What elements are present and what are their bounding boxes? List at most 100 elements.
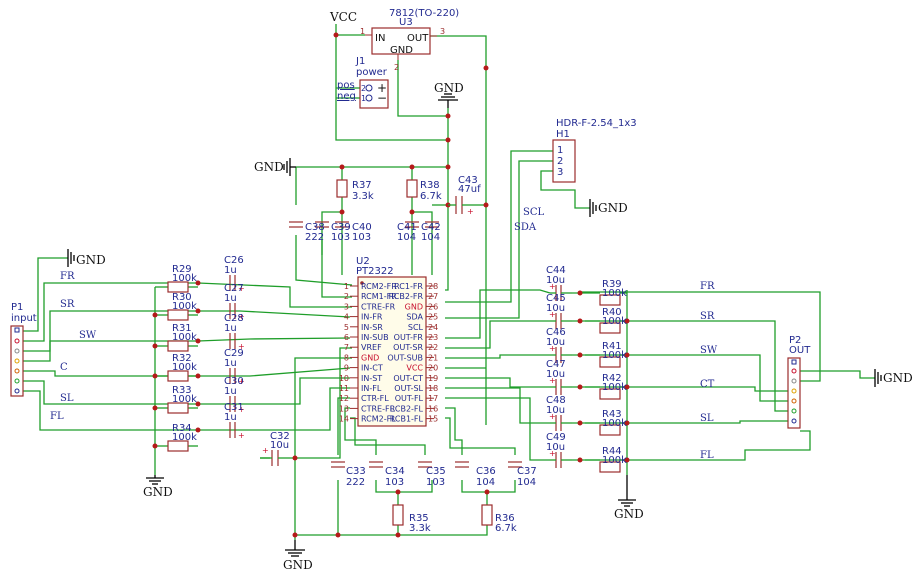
c42-ref: C42 — [421, 222, 441, 233]
input-capacitor-value: 1u — [224, 412, 237, 423]
h1-part: HDR-F-2.54_1x3 — [556, 118, 637, 129]
r35-resistor: R35 3.3k — [392, 504, 431, 534]
output-resistor-value: 100k — [602, 350, 627, 361]
u2-pin-name: SDA — [406, 313, 423, 322]
output-resistor — [599, 388, 621, 400]
u3-pin3: 3 — [440, 27, 445, 36]
svg-text:+: + — [238, 405, 245, 414]
output-resistor-value: 100k — [602, 316, 627, 327]
u2-pin-num: 1 — [344, 282, 349, 291]
input-resistor — [167, 440, 189, 452]
c33-value: 222 — [346, 477, 365, 488]
j1-pos: pos — [337, 80, 355, 91]
gnd-symbol-outputs: GND — [614, 475, 644, 521]
r37-value: 3.3k — [352, 191, 374, 202]
svg-text:+: + — [549, 376, 556, 385]
input-resistor-value: 100k — [172, 273, 197, 284]
j1-minus: − — [377, 91, 387, 105]
input-capacitor-value: 1u — [224, 386, 237, 397]
output-resistor — [599, 461, 621, 473]
u3-gnd-label: GND — [390, 45, 413, 56]
gnd-label-h1: GND — [598, 201, 628, 215]
u2-pin-num: 21 — [428, 353, 438, 362]
c40-value: 103 — [352, 232, 371, 243]
u2-pin-name: OUT-SUB — [387, 353, 423, 362]
u2-pin-name: IN-FR — [361, 313, 383, 322]
input-capacitor-ref: C28 — [224, 313, 244, 324]
gnd-label-top: GND — [434, 81, 464, 95]
u3-ref: U3 — [399, 17, 413, 28]
svg-text:+: + — [549, 449, 556, 458]
vcc-label-top: VCC — [329, 10, 357, 24]
u2-pin-name: OUT-SR — [393, 343, 423, 352]
u2-pin-num: 3 — [344, 302, 349, 311]
u2-pin-num: 14 — [339, 415, 349, 424]
h1-ref: H1 — [556, 129, 570, 140]
c33-ref: C33 — [346, 466, 366, 477]
input-capacitor-value: 1u — [224, 323, 237, 334]
output-resistor — [599, 424, 621, 436]
u2-pin-name: IN-ST — [361, 374, 382, 383]
u2-pin-num: 12 — [339, 394, 349, 403]
u2-pin-name: VREF — [361, 343, 382, 352]
input-capacitor-ref: C29 — [224, 348, 244, 359]
output-capacitor-value: 10u — [546, 369, 565, 380]
output-resistor-ref: R44 — [602, 446, 622, 457]
output-resistor — [599, 322, 621, 334]
input-resistor-ref: R30 — [172, 292, 192, 303]
u2-pin-name: OUT-CT — [393, 374, 423, 383]
gnd-symbol-bottom: GND — [283, 540, 313, 572]
c34-ref: C34 — [385, 466, 405, 477]
u2-pin-num: 20 — [428, 364, 438, 373]
svg-text:+: + — [549, 310, 556, 319]
output-resistor — [599, 356, 621, 368]
r36-value: 6.7k — [495, 523, 517, 534]
c39-ref: C39 — [331, 222, 351, 233]
input-capacitor-value: 1u — [224, 293, 237, 304]
u2-pin-name: SCL — [408, 323, 424, 332]
u2-pin-name: CTRE-FR — [361, 302, 396, 311]
p1-value: input — [11, 313, 37, 324]
c35-ref: C35 — [426, 466, 446, 477]
u2-pin-name: IN-CT — [361, 364, 383, 373]
u2-pin-num: 6 — [344, 333, 349, 342]
j1-plus: + — [377, 81, 387, 95]
u3-in-label: IN — [375, 33, 385, 44]
input-resistor — [167, 402, 189, 414]
p1-ref: P1 — [11, 302, 23, 313]
input-resistor-ref: R34 — [172, 423, 192, 434]
j1-power-connector: J1 power pos neg 2 1 + − — [337, 56, 389, 109]
u2-pin-name: IN-FL — [361, 384, 382, 393]
u2-pin-num: 18 — [428, 384, 438, 393]
output-capacitor-ref: C45 — [546, 293, 566, 304]
u2-pin-num: 19 — [428, 374, 438, 383]
svg-text:+: + — [262, 446, 269, 455]
u2-pin-name: RCM2-FR — [361, 282, 397, 291]
u2-pin-num: 4 — [344, 313, 349, 322]
gnd-symbol-inputs: GND — [143, 475, 173, 499]
out-net-sw: SW — [700, 345, 718, 356]
u2-pin-num: 17 — [428, 394, 438, 403]
input-resistor-ref: R33 — [172, 385, 192, 396]
r36-ref: R36 — [495, 513, 515, 524]
c41-ref: C41 — [397, 222, 417, 233]
u2-pin-name: GND — [405, 302, 423, 311]
gnd-symbol-top: GND — [434, 81, 464, 108]
c36-value: 104 — [476, 477, 495, 488]
scl-net-label: SCL — [523, 207, 545, 218]
u2-pin-name: VCC — [406, 364, 423, 373]
u2-pin-num: 5 — [344, 323, 349, 332]
c39-value: 103 — [331, 232, 350, 243]
u2-pin-num: 7 — [344, 343, 349, 352]
u2-pin-num: 13 — [339, 404, 349, 413]
out-net-ct: CT — [700, 379, 715, 390]
u2-pin-num: 11 — [339, 384, 349, 393]
output-capacitor-value: 10u — [546, 405, 565, 416]
input-resistor-ref: R32 — [172, 353, 192, 364]
j1-neg: neg — [337, 91, 356, 102]
out-net-sl: SL — [700, 413, 714, 424]
u2-pin-num: 22 — [428, 343, 438, 352]
u3-pin1: 1 — [360, 27, 365, 36]
